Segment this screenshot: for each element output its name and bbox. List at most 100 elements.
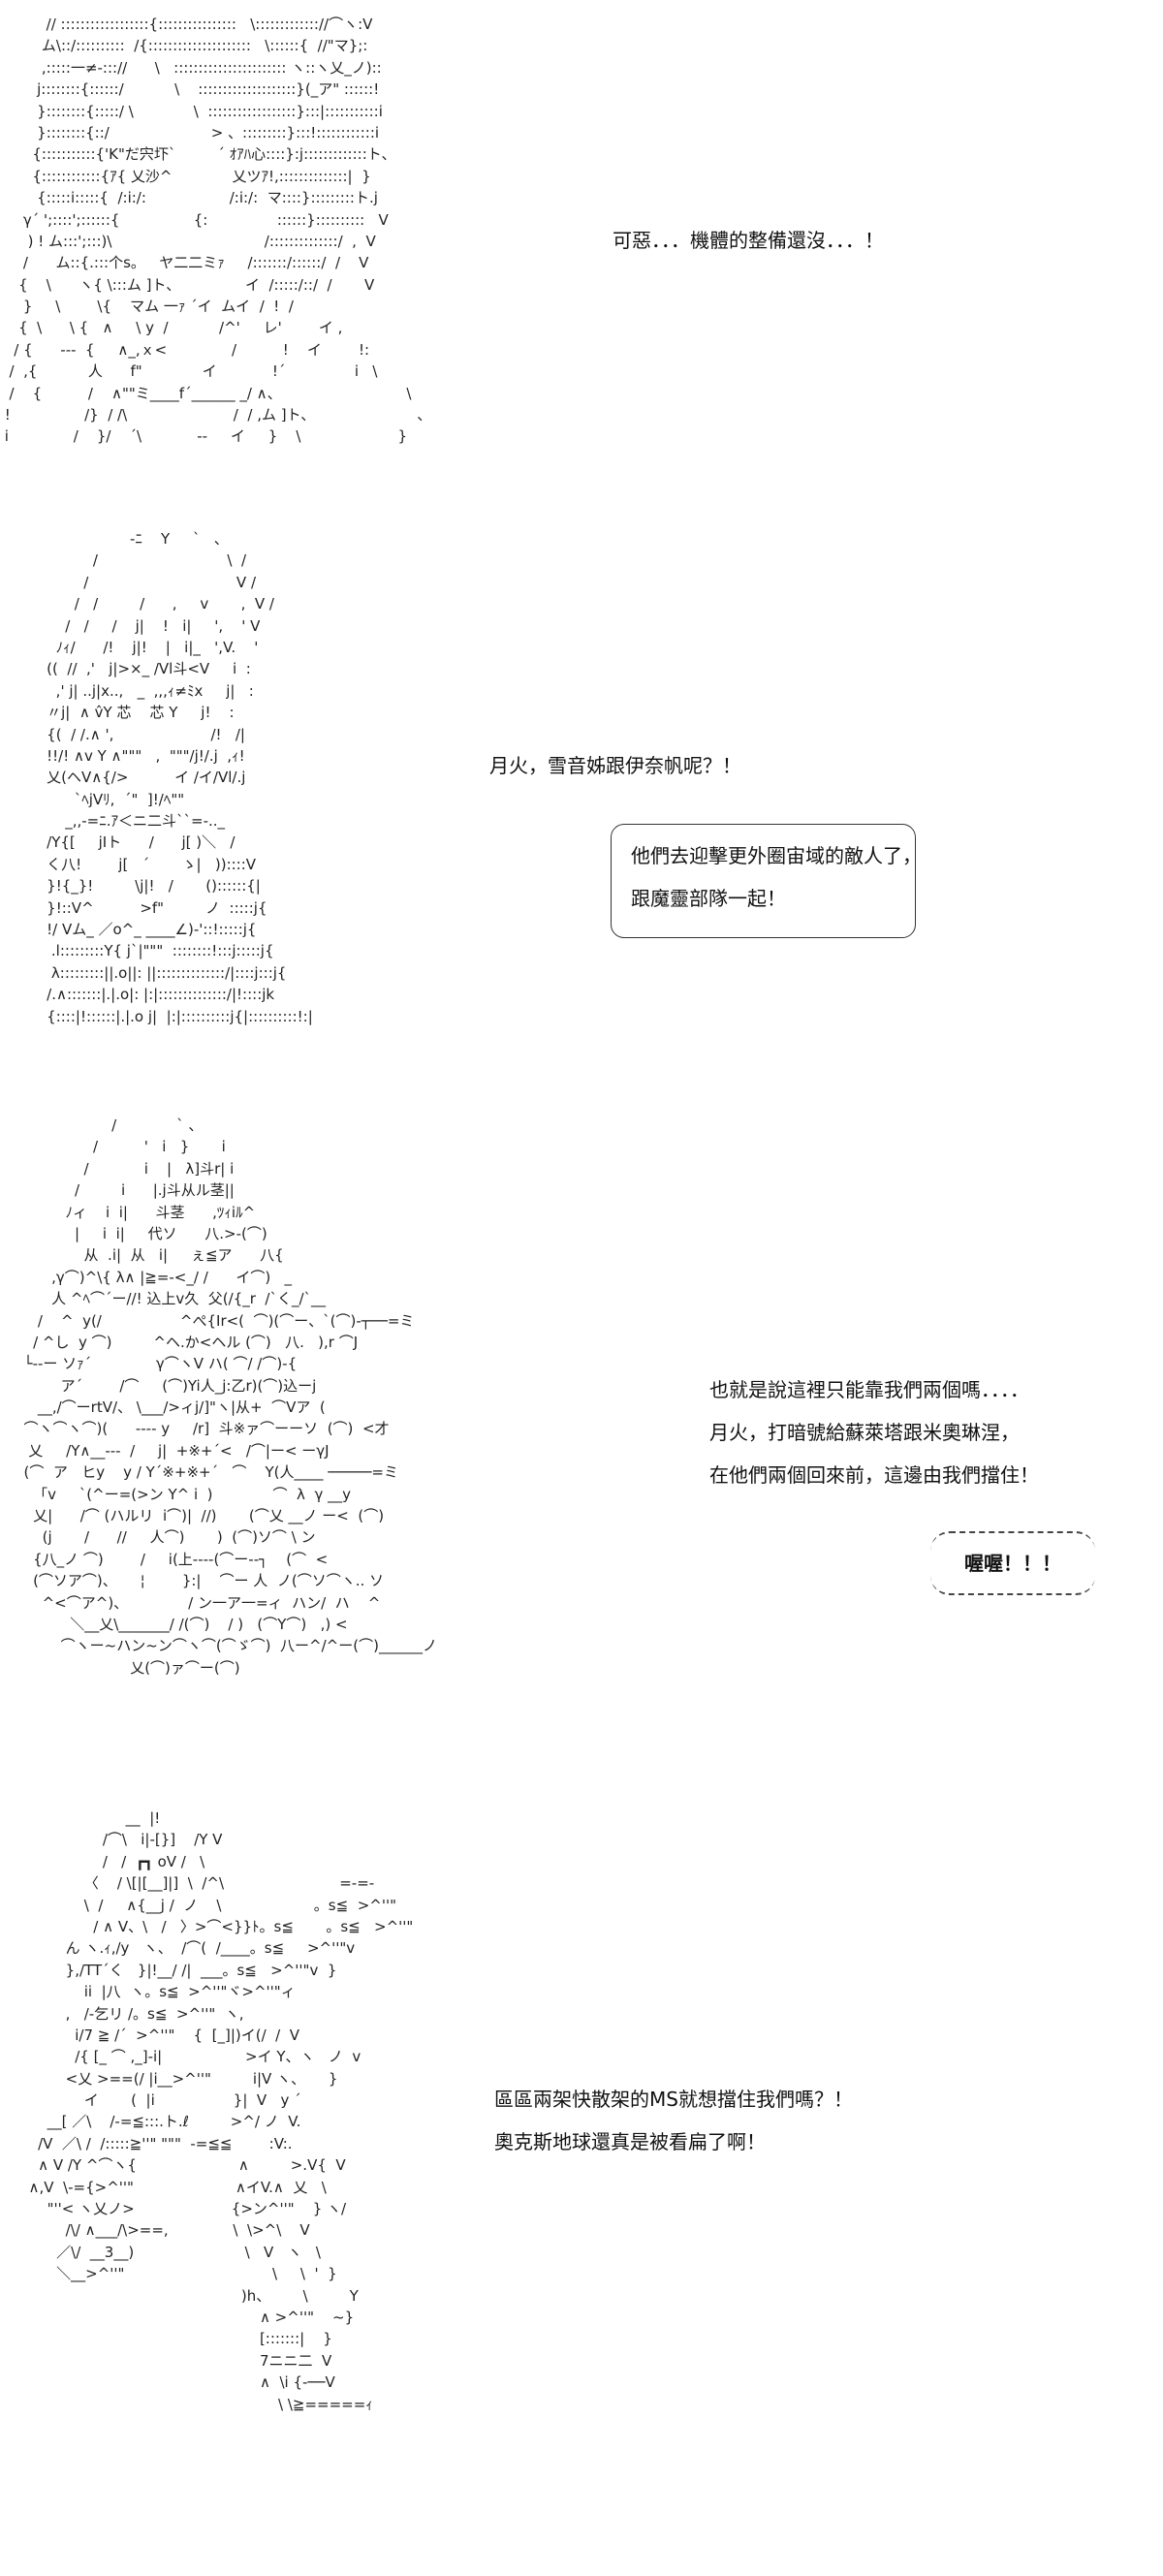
art-line: 人 ^ﾍ⌒´ー//! 込上v久 父(/{_r /`く_/`__ <box>15 1290 327 1308</box>
art-line: ,γ⌒)^\{ λ∧ |≧=-<_/ / イ⌒) _ <box>15 1268 293 1286</box>
art-line: 〃j| ∧ v̂Y 芯 芯 Y j! : <box>10 704 235 722</box>
art-line: )h、 \ Y <box>19 2286 359 2305</box>
art-line: / \ / <box>10 551 247 570</box>
art-line: {:::::::::::{'K"だ宍圷` ´ ｵｱﾊ心::::}:j::::::… <box>0 145 396 164</box>
art-line: !/ Vム_ ／o^_ ____∠)-'::!:::::j{ <box>10 921 257 939</box>
dialogue-line: 區區兩架快散架的MS就想擋住我們嗎？！ <box>494 2088 853 2111</box>
dialogue-panel-1: 可惡．．．機體的整備還沒．．．！ <box>613 227 884 254</box>
shout-bubble: 喔喔！！！ <box>930 1531 1095 1595</box>
shout-text: 喔喔！！！ <box>964 1552 1061 1575</box>
art-line: / / ┏┓ oV / \ <box>19 1852 205 1870</box>
dialogue-line: 月火，雪音姊跟伊奈帆呢？！ <box>489 754 741 777</box>
art-line: /\/ ∧___/\>==, \ \>^\ V <box>19 2221 310 2240</box>
art-line: \ \≧=====ｨ <box>19 2395 373 2413</box>
art-line: λ:::::::::||.o||: ||::::::::::::::/|::::… <box>10 963 287 982</box>
art-line: {:::::i:::::{ /:i:/: /:i:/: マ::::}::::::… <box>0 189 378 207</box>
art-line: ∧ >^''" ~} <box>19 2308 355 2326</box>
art-line: 乂(⌒)ァ⌒ー(⌒) <box>15 1658 240 1677</box>
art-line: ム\::/:::::::::: /{::::::::::::::::::::: … <box>0 37 368 55</box>
art-line: }::::::::{::/ > 、:::::::::}:::!:::::::::… <box>0 123 380 141</box>
art-line: / V / <box>10 573 257 591</box>
dialogue-line: 可惡．．．機體的整備還沒．．．！ <box>613 229 884 252</box>
art-line: └--ー ソｧ´ γ⌒ヽV ハ( ⌒/ /⌒)-{ <box>15 1355 298 1373</box>
art-line: /{ [_ ⌒ ,_]-i| >イ Y、ヽ ノ v <box>19 2048 361 2066</box>
art-line: {::::::::::::{ｱ{ 乂沙^ 乂ツｱ!,::::::::::::::… <box>0 167 371 185</box>
art-line: / ` 、 <box>15 1116 204 1134</box>
art-line: },/TT´く }|!__/ /| ___。s≦ >^''"v } <box>19 1961 337 1979</box>
art-line: ∧ V /Y ^⌒ヽ{ ∧ >.V{ V <box>19 2156 346 2175</box>
art-line: (j / // 人⌒) ) (⌒)ソ⌒ \ ン <box>15 1528 316 1547</box>
speech-bubble-panel-2: 他們去迎擊更外圈宙域的敵人了， 跟魔靈部隊一起！ <box>611 824 922 938</box>
art-line: / ∧ V、\ / 〉>⌒<}}ﾄ。s≦ 。s≦ >^''" <box>19 1917 414 1935</box>
art-line: / ' i } i <box>15 1138 226 1156</box>
art-line: γ´ ';::::';::::::{ {: ::::::}:::::::::: … <box>0 210 389 229</box>
art-line: /V ／\ / /:::::≧''" """ -=≦≦ :V:. <box>19 2134 293 2152</box>
art-line: ／\/ __3__) \ V ヽ \ <box>19 2243 321 2261</box>
ascii-art-panel-1: // ::::::::::::::::::{:::::::::::::::: \… <box>0 14 431 448</box>
art-line: ) ! ム:::';:::)\ /::::::::::::::/ , V <box>0 232 376 250</box>
dialogue-line: 月火，打暗號給蘇萊塔跟米奧琳涅， <box>709 1421 1020 1444</box>
art-line: | i i| 代ソ 八.>-(⌒) <box>15 1224 267 1242</box>
bubble-line: 跟魔靈部隊一起！ <box>631 887 786 910</box>
art-line: }::::::::{:::::/ \ \ ::::::::::::::::::}… <box>0 102 383 120</box>
art-line: 乂 /Y∧__--- / j| +※+´< /⌒|ー< ーγJ <box>15 1441 330 1460</box>
art-line: /Y{[ jIト / j[ )＼ / <box>10 833 236 852</box>
art-line: / / / j| ! i| ', ' V <box>10 616 261 635</box>
art-line: <乂 >==(/ |i__>^''" i|V ヽ、 } <box>19 2069 338 2088</box>
art-line: , /-乞リ /。s≦ >^''" ヽ, <box>19 2004 244 2023</box>
art-line: ア´ /⌒ (⌒)Yi人_j:乙r)(⌒)込ーj <box>15 1376 317 1395</box>
art-line: { \ ヽ{ \:::ム ]ト、 イ /:::::/::/ / V <box>0 275 375 294</box>
art-line: 7ニニ二 V <box>19 2351 332 2370</box>
art-line: / ^し y ⌒) ^ヘ.か<ヘル (⌒) 八. ),r ⌒J <box>15 1333 359 1351</box>
art-line: }!{_}! \j|! / ()::::::{| <box>10 877 261 895</box>
bubble-line: 他們去迎擊更外圈宙域的敵人了， <box>631 844 922 867</box>
art-line: / / / , v , V / <box>10 595 274 613</box>
art-line: __[ ／\ /-=≦:::.ト.ℓ >^/ ノ V. <box>19 2113 301 2131</box>
art-line: // ::::::::::::::::::{:::::::::::::::: \… <box>0 16 373 33</box>
art-line: -ﾆ Y ` 、 <box>10 530 229 548</box>
art-line: /.∧:::::::|.|.o|: |:|::::::::::::::/|!::… <box>10 986 275 1004</box>
art-line: ^<⌒ア^)、 / ン一ア一=ィ ハン/ ハ ^ <box>15 1593 386 1612</box>
art-line: .l:::::::::Y{ j`|""" ::::::::!:::j:::::j… <box>10 942 274 960</box>
art-line: i/7 ≧ /´ >^''" { [_]|)イ(/ / V <box>19 2026 300 2044</box>
art-line: ∧ \i {-──V <box>19 2373 335 2392</box>
art-line: ,:::::一≠-:::// \ :::::::::::::::::::::::… <box>0 58 382 77</box>
dialogue-line: 奧克斯地球還真是被看扁了啊！ <box>494 2130 766 2153</box>
art-line: 「v `(^ー=(>ン Y^ i ) ⌒ λ γ __y <box>15 1485 351 1503</box>
art-line: / i | λ]斗r| i <box>15 1159 235 1178</box>
art-line: __ |! <box>19 1809 161 1827</box>
art-line: 〈 / \[|[__]|] \ /^\ =-=- <box>19 1874 375 1893</box>
art-line: /⌒\ i|-[}] /Y V <box>19 1831 223 1849</box>
art-line: ＼__>^''" \ \ ' } <box>19 2265 337 2283</box>
art-line: (⌒ ア ヒy y / Y´※+※+´ ⌒ Y(人____ ─────=ミ <box>15 1463 398 1482</box>
art-line: / ム::{.:::个s。 ヤ二二ミｧ /:::::::/::::::/ / V <box>0 254 369 272</box>
art-line: !!/! ∧v Y ∧""" , """/j!/.j ,ｨ! <box>10 746 245 765</box>
dialogue-panel-2-question: 月火，雪音姊跟伊奈帆呢？！ <box>489 752 741 779</box>
art-line: 从 .i| 从 i| ぇ≦ア 八{ <box>15 1246 284 1265</box>
art-line: `ﾍjVﾘ, ´" ]!/ﾍ"" <box>10 790 185 808</box>
art-line: i / }/ ´\ -- イ } \ } <box>0 427 408 446</box>
ascii-art-panel-3: / ` 、 / ' i } i / i | λ]斗r| i / i |.j斗从ル… <box>15 1115 437 1679</box>
art-line: ∧,V \-={>^''" ∧イV.∧ 乂 \ <box>19 2178 327 2196</box>
art-line: 乂| /⌒ (ハルリ i⌒)| //) (⌒乂 __ノ ー< (⌒) <box>15 1507 385 1525</box>
art-line: ﾉｨ/ /! j|! | i|_ ',V. ' <box>10 638 259 656</box>
art-line: / i |.j斗从ル茎|| <box>15 1181 235 1200</box>
art-line: ii |八 ヽ。s≦ >^''"ヾ>^''"ィ <box>19 1983 296 2001</box>
dialogue-line: 也就是說這裡只能靠我們兩個嗎．．．． <box>709 1378 1029 1401</box>
art-line: ⌒ヽ⌒ヽ⌒)( ---- y /r] 斗※ァ⌒ーーソ (⌒) <才 <box>15 1420 390 1438</box>
art-line: "''< ヽ乂ノ> {>ン^''" } ヽ/ <box>19 2200 347 2218</box>
art-line: }!::V^ >f" ノ :::::j{ <box>10 898 267 917</box>
art-line: j::::::::{::::::/ \ ::::::::::::::::::::… <box>0 80 380 99</box>
ascii-art-panel-2: -ﾆ Y ` 、 / \ / / V / / / / , v , V / / /… <box>10 528 313 1027</box>
art-line: [:::::::| } <box>19 2330 332 2348</box>
ascii-art-panel-4: __ |! /⌒\ i|-[}] /Y V / / ┏┓ oV / \ 〈 / … <box>19 1807 414 2415</box>
art-line: {八_ノ ⌒) / i(上----(⌒ー--┐ (⌒ < <box>15 1550 329 1568</box>
art-line: } \ \{ マム 一ｧ ´イ ムイ / ! / <box>0 298 294 316</box>
art-line: ＼__乂\_______/ /(⌒) / ) (⌒Y⌒) ,) < <box>15 1615 348 1633</box>
art-line: {::::|!::::::|.|.o j| |:|::::::::::j{|::… <box>10 1007 313 1025</box>
art-line: / { --- { ∧_,ｘ< / ! イ !: <box>0 340 370 359</box>
art-line: (( // ,' j|>×_ /Vl斗<V i : <box>10 660 251 678</box>
dialogue-panel-3: 也就是說這裡只能靠我們兩個嗎．．．． 月火，打暗號給蘇萊塔跟米奧琳涅， 在他們兩… <box>709 1376 1039 1504</box>
art-line: __,/⌒ーrtV/、 \___/>ィj/]"ヽ|从+ ⌒Vア ( <box>15 1398 326 1417</box>
art-line: 乂(ヘV∧{/> イ /イ/Vl/.j <box>10 769 246 787</box>
